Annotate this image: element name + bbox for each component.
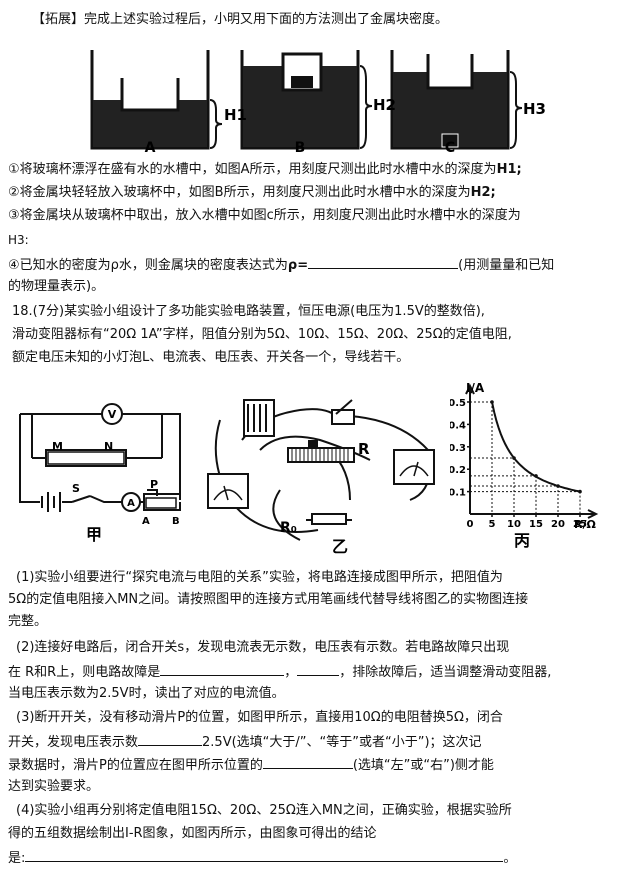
step-3-cont: H3: xyxy=(8,233,29,247)
label-n: N xyxy=(104,440,113,453)
q2-line-3: 当电压表示数为2.5V时，读出了对应的电流值。 xyxy=(8,686,285,701)
cups-figure: A B C H1 H2 H3 xyxy=(90,50,546,152)
answer-blank-conclusion[interactable] xyxy=(25,849,504,862)
cup-c xyxy=(390,50,523,150)
y-tick-label: 0.2 xyxy=(450,465,466,476)
ir-curve xyxy=(491,401,581,493)
ammeter-symbol: A xyxy=(127,498,135,509)
q2-line-2: 在 R和R上，则电路故障是，，排除故障后，适当调整滑动变阻器, xyxy=(8,663,552,680)
y-axis-arrow xyxy=(465,383,475,395)
step-4-cont: 的物理量表示)。 xyxy=(8,279,105,294)
x-tick-label: 0 xyxy=(467,519,474,530)
label-a-end: A xyxy=(142,516,150,527)
circuit-diagram-jia: V A M N S P A B 甲 xyxy=(19,403,181,544)
label-s: S xyxy=(72,482,80,495)
y-tick-label: 0.5 xyxy=(450,398,466,409)
q4-line-2: 得的五组数据绘制出I-R图象，如图丙所示，由图象可得出的结论 xyxy=(8,826,377,841)
figure-jia-caption: 甲 xyxy=(86,525,102,544)
answer-blank-direction[interactable] xyxy=(262,756,353,769)
q18-line-1: 18.(7分)某实验小组设计了多功能实验电路装置，恒压电源(电压为1.5V的整数… xyxy=(12,304,485,319)
answer-blank-density[interactable] xyxy=(308,256,459,269)
y-tick-label: 0.1 xyxy=(450,488,466,499)
step-4: ④已知水的密度为ρ水，则金属块的密度表达式为ρ=(用测量量和已知 xyxy=(8,256,555,273)
step-2: ②将金属块轻轻放入玻璃杯中，如图B所示，用刻度尺测出此时水槽中水的深度为H2; xyxy=(8,185,496,200)
apparatus-yi: R R₀ 乙 xyxy=(207,399,435,556)
x-tick-label: 5 xyxy=(489,519,496,530)
battery-pack xyxy=(243,399,275,437)
x-tick-label: 15 xyxy=(529,519,543,530)
fixed-resistor-r0 xyxy=(306,513,352,525)
meter-left xyxy=(207,473,249,509)
q4-line-1: (4)实验小组再分别将定值电阻15Ω、20Ω、25Ω连入MN之间，正确实验，根据… xyxy=(16,803,512,818)
h3-label: H3 xyxy=(523,100,546,118)
x-axis-arrow xyxy=(587,509,599,519)
cup-a-label: A xyxy=(145,140,156,152)
h2-label: H2 xyxy=(373,96,396,114)
figure-bing-caption: 丙 xyxy=(514,531,530,550)
label-r: R xyxy=(358,440,370,458)
cup-b xyxy=(240,50,373,150)
y-axis-label: I/A xyxy=(466,382,485,395)
q4-line-3: 是:。 xyxy=(8,849,517,866)
q1-line-1: (1)实验小组要进行“探究电流与电阻的关系”实验，将电路连接成图甲所示，把阻值为 xyxy=(16,570,503,585)
y-tick-label: 0.3 xyxy=(450,443,466,454)
q18-line-2: 滑动变阻器标有“20Ω 1A”字样，阻值分别为5Ω、10Ω、15Ω、20Ω、25… xyxy=(12,327,512,342)
meter-right xyxy=(393,449,435,485)
label-m: M xyxy=(52,440,63,453)
switch xyxy=(331,399,355,425)
answer-blank-fault-2[interactable] xyxy=(297,663,340,676)
ir-graph-bing: 0.5 0.4 0.3 0.2 0.1 0 5 10 15 20 25 I/A R/Ω 丙 xyxy=(450,382,599,550)
x-tick-label: 10 xyxy=(507,519,521,530)
q3-line-1: (3)断开开关，没有移动滑片P的位置，如图甲所示，直接用10Ω的电阻替换5Ω，闭… xyxy=(16,710,503,725)
q3-line-3: 录数据时，滑片P的位置应在图甲所示位置的(选填“左”或“右”)侧才能 xyxy=(8,756,494,773)
label-p: P xyxy=(150,478,158,491)
cup-c-label: C xyxy=(445,140,455,152)
q1-line-2: 5Ω的定值电阻接入MN之间。请按照图甲的连接方式用笔画线代替导线将图乙的实物图连… xyxy=(8,592,529,607)
figure-yi-caption: 乙 xyxy=(332,537,348,556)
q2-line-1: (2)连接好电路后，闭合开关s，发现电流表无示数，电压表有示数。若电路故障只出现 xyxy=(16,640,510,655)
q18-line-3: 额定电压未知的小灯泡L、电流表、电压表、开关各一个，导线若干。 xyxy=(12,350,410,365)
answer-blank-voltage[interactable] xyxy=(138,733,203,746)
answer-blank-fault[interactable] xyxy=(160,663,285,676)
q3-line-4: 达到实验要求。 xyxy=(8,779,100,794)
cup-b-label: B xyxy=(295,140,306,152)
label-r0: R₀ xyxy=(280,520,297,536)
x-tick-label: 25 xyxy=(573,519,587,530)
q1-line-3: 完整。 xyxy=(8,614,48,629)
y-tick-label: 0.4 xyxy=(450,420,466,431)
step-1: ①将玻璃杯漂浮在盛有水的水槽中，如图A所示，用刻度尺测出此时水槽中水的深度为H1… xyxy=(8,162,522,177)
rheostat xyxy=(287,440,355,463)
h1-label: H1 xyxy=(224,106,247,124)
step-3: ③将金属块从玻璃杯中取出，放入水槽中如图c所示，用刻度尺测出此时水槽中水的深度为 xyxy=(8,208,521,223)
x-tick-label: 20 xyxy=(551,519,565,530)
label-b-end: B xyxy=(172,516,180,527)
x-axis-label: R/Ω xyxy=(574,518,596,531)
cup-a xyxy=(90,50,223,150)
section-header: 【拓展】完成上述实验过程后，小明又用下面的方法测出了金属块密度。 xyxy=(32,12,449,27)
voltmeter-symbol: V xyxy=(108,408,117,421)
